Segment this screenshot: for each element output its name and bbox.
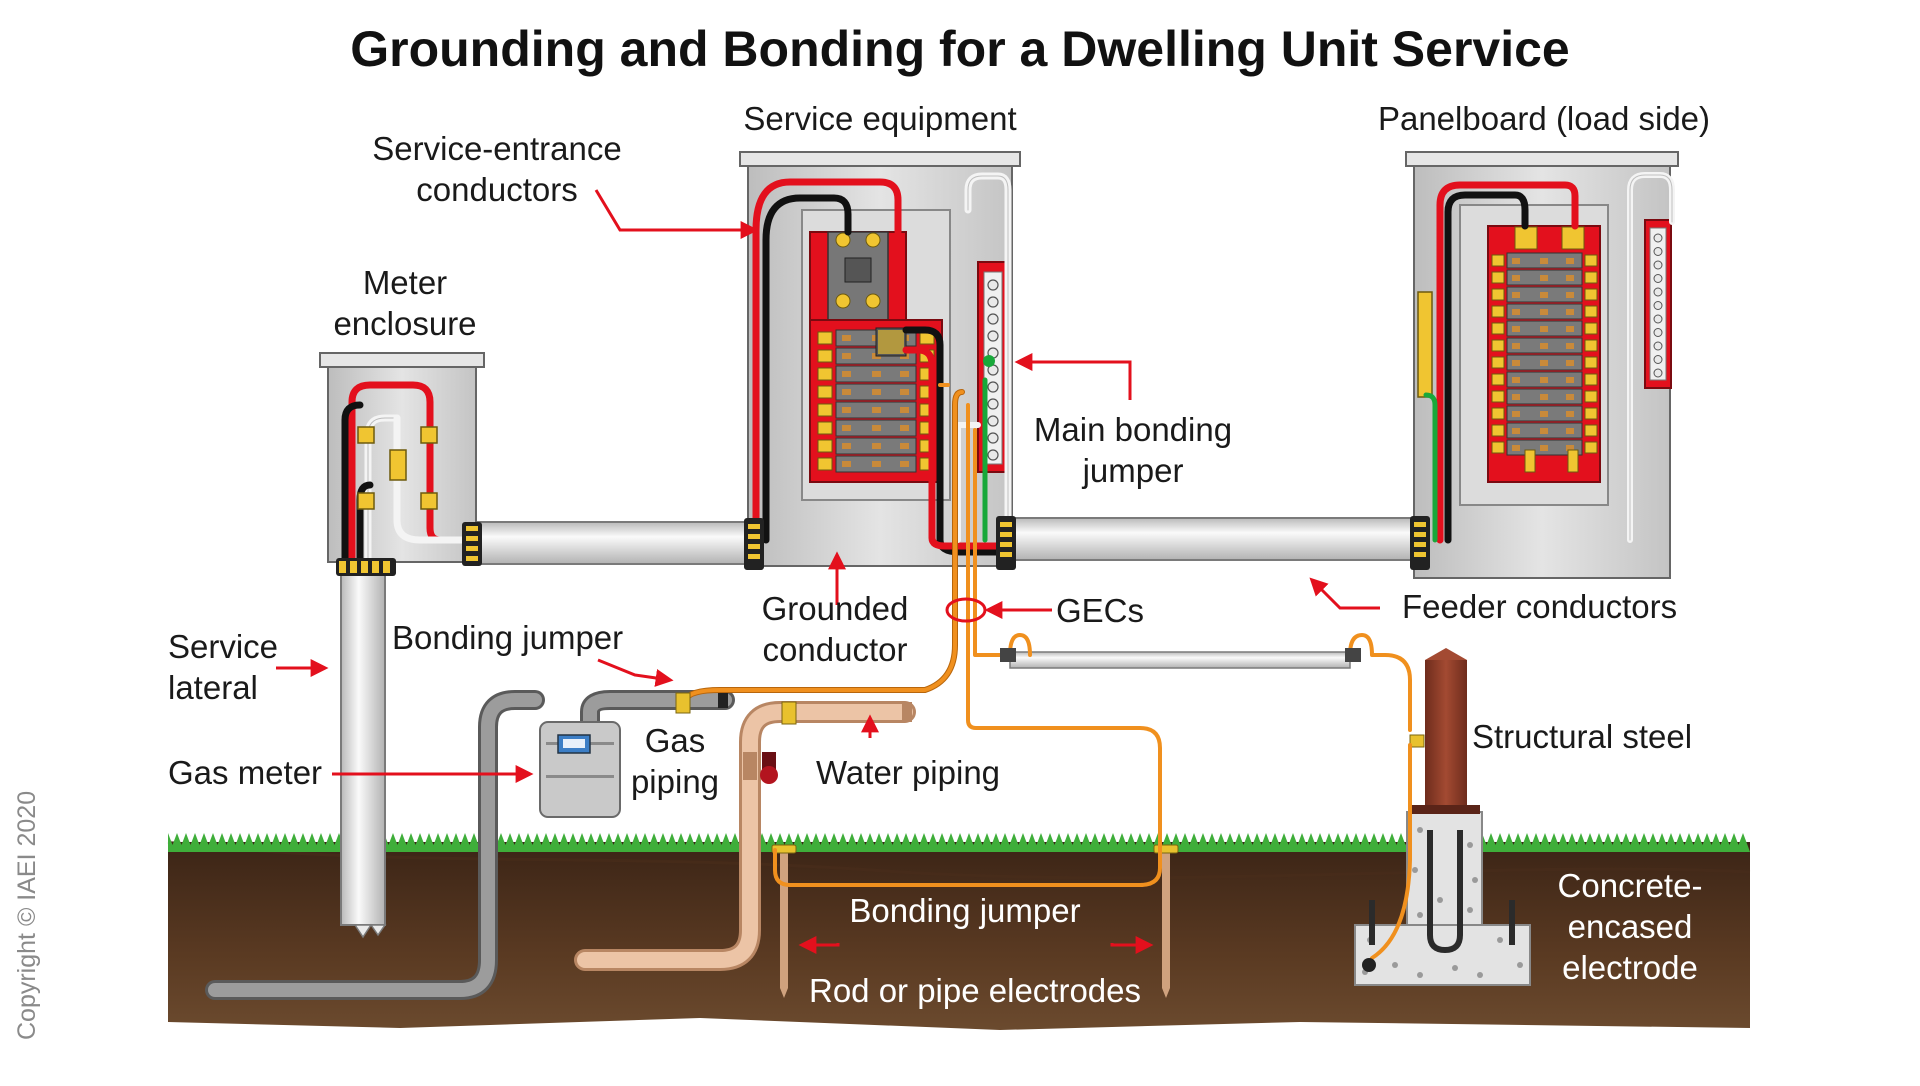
label-water-piping: Water piping <box>816 754 1001 791</box>
copyright-notice: Copyright © IAEI 2020 <box>13 790 41 1040</box>
label-service-entrance-conductors: Service-entrance conductors <box>352 128 642 210</box>
meter-enclosure <box>319 352 485 576</box>
concrete-footing <box>1354 811 1531 986</box>
label-bonding-jumper-lower: Bonding jumper <box>849 892 1081 929</box>
label-bonding-jumper-upper: Bonding jumper <box>392 619 624 656</box>
label-service-equipment: Service equipment <box>743 100 1017 137</box>
label-meter-enclosure: Meter enclosure <box>300 262 510 344</box>
label-gas-piping: Gas piping <box>605 720 745 802</box>
rod-electrodes <box>771 844 1179 998</box>
label-rod-pipe-electrodes: Rod or pipe electrodes <box>808 972 1142 1009</box>
label-panelboard: Panelboard (load side) <box>1377 100 1711 137</box>
label-concrete-line1: Concrete- <box>1557 867 1703 904</box>
label-grounded-line1: Grounded <box>761 590 909 627</box>
label-grounded-line2: conductor <box>762 631 908 668</box>
label-concrete-line3: electrode <box>1562 949 1698 986</box>
label-meter-line2: enclosure <box>333 305 477 342</box>
panelboard-enclosure <box>1405 151 1679 579</box>
label-main-bonding-jumper: Main bonding jumper <box>1008 409 1258 491</box>
label-structural-steel: Structural steel <box>1472 718 1693 755</box>
gas-piping <box>205 690 735 1000</box>
structural-steel-column <box>1409 648 1480 814</box>
label-grounded-conductor: Grounded conductor <box>725 588 945 670</box>
label-gecs: GECs <box>1056 592 1145 629</box>
gec-wires <box>682 383 1412 960</box>
label-mbj-line2: jumper <box>1082 452 1184 489</box>
diagram-title: Grounding and Bonding for a Dwelling Uni… <box>350 21 1570 77</box>
label-gas-piping-line2: piping <box>630 763 720 800</box>
label-service-entrance-line1: Service-entrance <box>372 130 622 167</box>
service-equipment-enclosure <box>739 151 1021 570</box>
label-meter-line1: Meter <box>362 264 448 301</box>
label-concrete-encased-electrode: Concrete- encased electrode <box>1520 865 1740 988</box>
conduits <box>467 517 1419 669</box>
label-concrete-line2: encased <box>1567 908 1693 945</box>
label-gas-meter: Gas meter <box>168 754 323 791</box>
service-lateral-conduit <box>340 574 387 939</box>
label-mbj-line1: Main bonding <box>1033 411 1233 448</box>
label-lateral-line2: lateral <box>168 669 258 706</box>
label-service-entrance-line2: conductors <box>416 171 578 208</box>
callout-arrows <box>276 189 1380 954</box>
clamps <box>675 355 1376 972</box>
water-piping <box>574 701 916 971</box>
label-service-lateral: Service lateral <box>168 626 278 708</box>
gas-meter <box>539 721 621 818</box>
label-feeder-conductors: Feeder conductors <box>1402 588 1678 625</box>
label-lateral-line1: Service <box>168 628 279 665</box>
label-gas-piping-line1: Gas <box>644 722 706 759</box>
